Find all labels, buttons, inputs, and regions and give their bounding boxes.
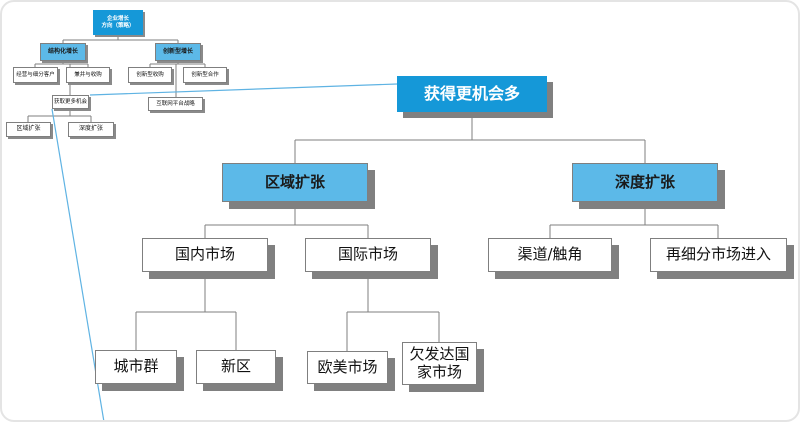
overview-tree-connectors xyxy=(27,35,206,122)
detail-node-international-market[interactable]: 国际市场 xyxy=(305,238,431,272)
overview-node-gain-more-opportunities[interactable]: 获取更多机会 xyxy=(52,95,89,109)
overview-node-regional-expansion[interactable]: 区域扩张 xyxy=(6,122,51,137)
detail-node-europe-america-market[interactable]: 欧美市场 xyxy=(307,351,388,384)
detail-tree-connectors xyxy=(135,112,719,351)
detail-node-new-districts[interactable]: 新区 xyxy=(196,350,276,384)
detail-node-root[interactable]: 获得更机会多 xyxy=(397,76,547,112)
overview-node-depth-expansion[interactable]: 深度扩张 xyxy=(68,122,114,137)
overview-node-structured-growth[interactable]: 结构化增长 xyxy=(40,43,86,61)
overview-node-root[interactable]: 企业增长 方向（策略） xyxy=(93,10,143,35)
overview-node-innovative-growth[interactable]: 创新型增长 xyxy=(155,43,201,61)
detail-node-underdeveloped-countries-market[interactable]: 欠发达国家市场 xyxy=(402,342,477,385)
overview-node-innovative-acquisition[interactable]: 创新型收购 xyxy=(128,67,172,83)
overview-node-innovative-cooperation[interactable]: 创新型合作 xyxy=(183,67,227,83)
detail-node-regional-expansion[interactable]: 区域扩张 xyxy=(222,163,368,202)
detail-node-resegmented-market-entry[interactable]: 再细分市场进入 xyxy=(650,238,787,272)
overview-node-internet-platform-strategy[interactable]: 互联网平台战略 xyxy=(148,97,203,111)
detail-node-domestic-market[interactable]: 国内市场 xyxy=(142,238,268,272)
detail-node-city-clusters[interactable]: 城市群 xyxy=(95,350,177,384)
detail-node-depth-expansion[interactable]: 深度扩张 xyxy=(572,163,718,202)
overview-node-operate-segment-customers[interactable]: 经营与细分客户 xyxy=(13,67,58,83)
callout-line-top xyxy=(89,83,398,96)
detail-node-channels-tentacles[interactable]: 渠道/触角 xyxy=(488,238,612,272)
overview-node-merger-acquisition[interactable]: 兼并与收购 xyxy=(66,67,110,83)
